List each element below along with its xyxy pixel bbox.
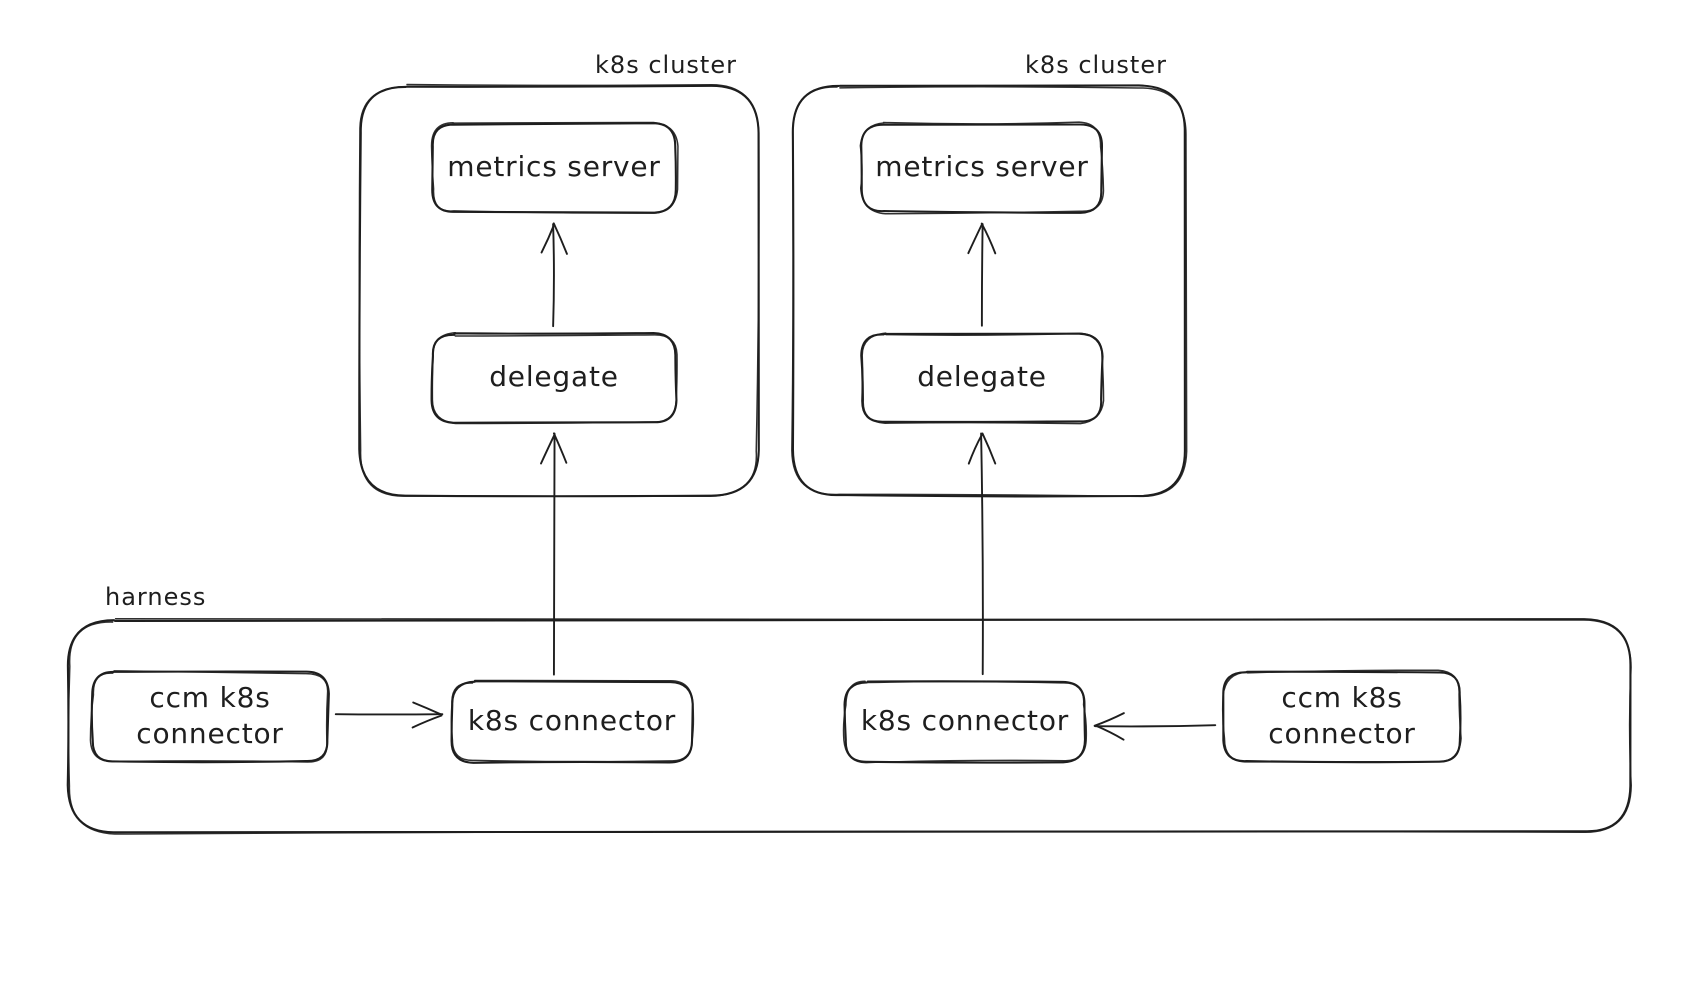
group-outline-cluster-2 [791, 84, 1186, 498]
connector-arrowhead-ccm-right-to-k8s-connector-right [1093, 712, 1125, 727]
node-outline-metrics-server-2 [859, 121, 1105, 215]
node-label-k8s-connector-left: k8s connector [468, 704, 676, 737]
group-outline-cluster-1 [358, 84, 760, 498]
group-outline-harness [67, 617, 1632, 835]
node-outline-k8s-connector-right [843, 680, 1087, 764]
node-delegate-2[interactable] [860, 332, 1105, 425]
node-label-delegate-1: delegate [489, 360, 619, 393]
node-k8s-connector-right[interactable] [842, 680, 1088, 764]
node-label-ccm-k8s-connector-left: ccm k8s [149, 681, 270, 714]
node-k8s-connector-left[interactable] [450, 679, 695, 764]
connector-arrowhead-k8s-connector-right-to-delegate-2 [967, 433, 983, 465]
connector-arrowhead-ccm-right-to-k8s-connector-right [1094, 724, 1125, 741]
group-outline-cluster-2 [791, 86, 1188, 498]
connector-shaft-ccm-right-to-k8s-connector-right [1094, 724, 1217, 728]
connector-ccm-right-to-k8s-connector-right [1093, 712, 1217, 741]
connector-shaft-delegate-2-to-metrics-server-2 [980, 223, 984, 327]
connector-arrowhead-delegate-2-to-metrics-server-2 [980, 222, 997, 255]
labels-layer: k8s cluster k8s cluster harness metrics ser… [105, 51, 1415, 750]
node-label-ccm-k8s-connector-right: ccm k8s [1281, 681, 1402, 714]
group-harness [66, 617, 1632, 835]
connector-arrowhead-delegate-2-to-metrics-server-2 [967, 223, 984, 255]
node-metrics-server-1[interactable] [430, 121, 679, 214]
node-ccm-k8s-connector-left[interactable] [89, 670, 330, 764]
node-outline-k8s-connector-right [842, 680, 1088, 764]
node-label-metrics-server-2: metrics server [875, 150, 1089, 183]
connector-k8s-connector-right-to-delegate-2 [967, 432, 997, 676]
connector-delegate-2-to-metrics-server-2 [967, 222, 997, 327]
connector-arrowhead-ccm-left-to-k8s-connector-left [411, 714, 443, 729]
connector-ccm-left-to-k8s-connector-left [334, 701, 444, 729]
connector-arrowhead-k8s-connector-left-to-delegate-1 [540, 433, 556, 465]
connector-shaft-k8s-connector-right-to-delegate-2 [980, 432, 984, 676]
node-outline-metrics-server-1 [430, 121, 679, 214]
node-outline-delegate-1 [431, 331, 678, 425]
node-label-k8s-connector-right: k8s connector [861, 704, 1069, 737]
group-label-harness: harness [105, 583, 206, 611]
node-ccm-k8s-connector-right[interactable] [1221, 669, 1462, 764]
connector-k8s-connector-left-to-delegate-1 [540, 432, 568, 676]
group-label-cluster-1: k8s cluster [595, 51, 737, 79]
node-outline-k8s-connector-left [450, 679, 695, 763]
connector-arrowhead-delegate-1-to-metrics-server-1 [540, 223, 556, 254]
nodes-layer [89, 121, 1462, 764]
node-metrics-server-2[interactable] [859, 121, 1105, 215]
connector-arrowhead-k8s-connector-left-to-delegate-1 [552, 432, 568, 464]
node-delegate-1[interactable] [430, 331, 678, 425]
node-label-metrics-server-1: metrics server [447, 150, 661, 183]
group-cluster-2 [791, 84, 1188, 498]
groups-layer [66, 83, 1632, 835]
node-outline-ccm-k8s-connector-left [89, 670, 329, 763]
node-outline-delegate-2 [861, 332, 1105, 425]
group-outline-cluster-1 [358, 83, 760, 498]
connector-arrowhead-ccm-left-to-k8s-connector-left [412, 701, 443, 716]
connector-arrowhead-k8s-connector-right-to-delegate-2 [981, 432, 997, 465]
connector-arrowhead-delegate-1-to-metrics-server-1 [552, 222, 568, 255]
connector-shaft-k8s-connector-left-to-delegate-1 [552, 432, 556, 676]
node-label-ccm-k8s-connector-right: connector [1268, 717, 1415, 750]
connector-shaft-delegate-1-to-metrics-server-1 [552, 223, 555, 328]
node-label-ccm-k8s-connector-left: connector [136, 717, 283, 750]
node-outline-ccm-k8s-connector-right [1221, 669, 1462, 763]
group-cluster-1 [358, 83, 760, 498]
connector-delegate-1-to-metrics-server-1 [540, 222, 568, 328]
connectors-layer [334, 222, 1217, 741]
node-label-delegate-2: delegate [917, 360, 1047, 393]
node-outline-ccm-k8s-connector-left [90, 670, 330, 764]
group-label-cluster-2: k8s cluster [1025, 51, 1167, 79]
